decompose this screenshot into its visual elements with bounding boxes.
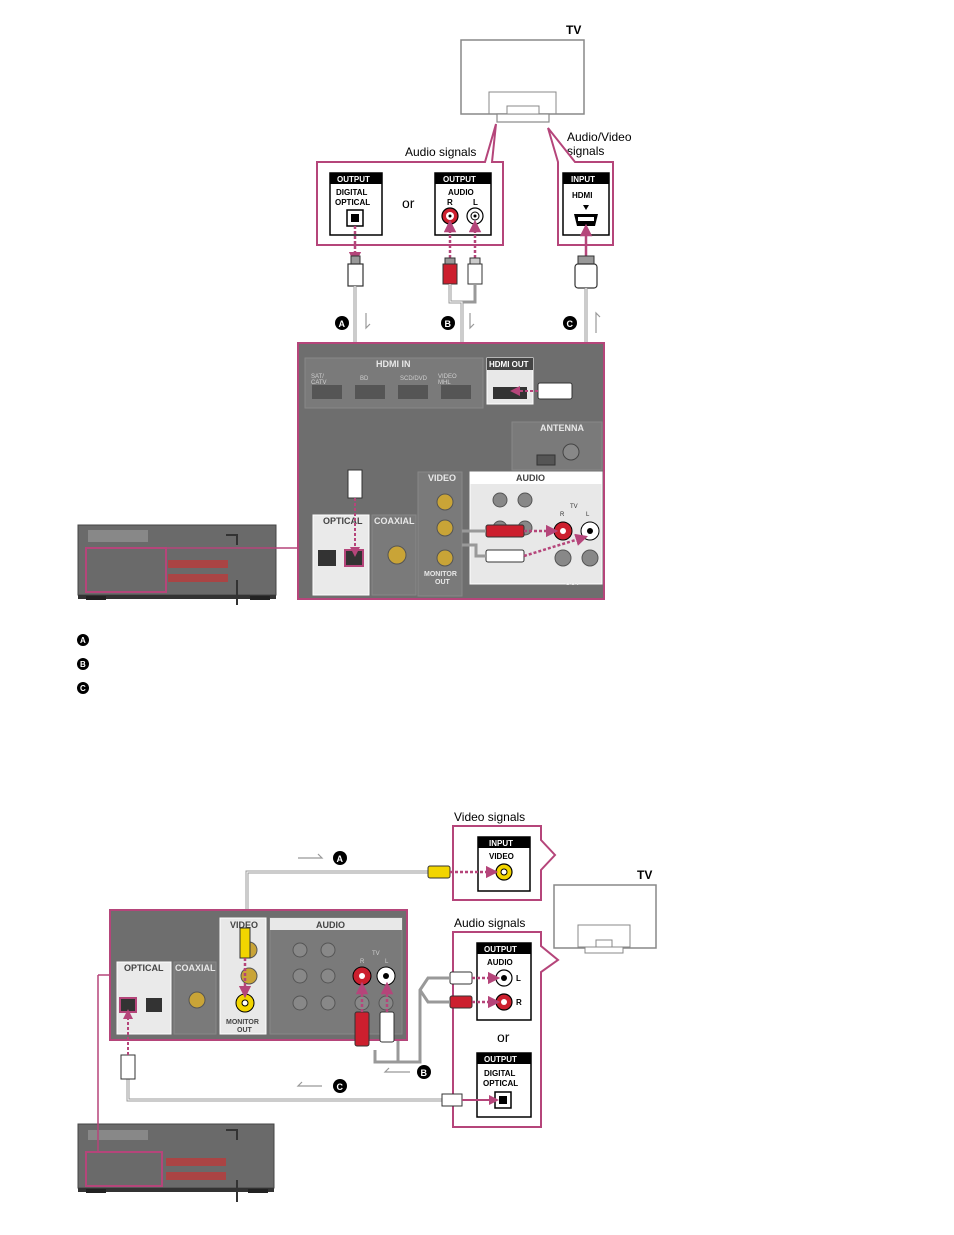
- svg-text:B: B: [421, 1068, 428, 1078]
- legend: A B C: [77, 634, 89, 694]
- svg-text:R: R: [516, 998, 522, 1007]
- svg-text:OUT: OUT: [237, 1027, 253, 1034]
- marker-b-1: B: [441, 316, 455, 330]
- svg-text:L: L: [385, 959, 389, 965]
- svg-text:VIDEO: VIDEO: [230, 920, 258, 930]
- marker-c-1: C: [563, 316, 577, 330]
- svg-text:ANTENNA: ANTENNA: [540, 423, 584, 433]
- svg-text:DIGITAL: DIGITAL: [336, 188, 368, 197]
- rca-white-plug-icon: [467, 263, 483, 285]
- tv-2: TV: [553, 868, 657, 954]
- audio-signals-label-2: Audio signals: [454, 916, 525, 930]
- svg-text:B: B: [80, 660, 86, 669]
- receiver-thumbnail-1: [77, 524, 298, 605]
- svg-text:SUBWOOFER: SUBWOOFER: [550, 572, 596, 579]
- svg-text:AUDIO: AUDIO: [516, 473, 545, 483]
- optical-output-box-1: OUTPUT DIGITAL OPTICAL: [329, 172, 383, 236]
- svg-text:OPTICAL: OPTICAL: [124, 963, 164, 973]
- svg-text:L: L: [473, 198, 478, 207]
- tv-label-1: TV: [566, 23, 581, 37]
- svg-text:SCD/DVD: SCD/DVD: [400, 376, 428, 382]
- legend-item-b: B: [77, 658, 89, 670]
- audio-output-box-2: OUTPUT AUDIO L R: [476, 942, 532, 1021]
- svg-text:C: C: [80, 684, 86, 693]
- optical-output-box-2: OUTPUT DIGITAL OPTICAL: [476, 1052, 532, 1118]
- svg-text:MHL: MHL: [438, 380, 451, 386]
- av-signals-label-line1: Audio/Video: [567, 130, 632, 144]
- video-signals-label: Video signals: [454, 810, 525, 824]
- svg-text:B: B: [445, 319, 452, 329]
- svg-text:OUT: OUT: [565, 580, 581, 587]
- svg-text:R: R: [447, 198, 453, 207]
- svg-text:VIDEO: VIDEO: [489, 852, 514, 861]
- hdmi-plug-icon: [574, 263, 598, 289]
- audio-output-frame-2: [452, 931, 560, 1128]
- svg-text:C: C: [337, 1082, 344, 1092]
- svg-text:DIGITAL: DIGITAL: [484, 1069, 516, 1078]
- svg-text:A: A: [339, 319, 346, 329]
- audio-output-frame: [316, 123, 504, 246]
- tv-1: TV: [460, 23, 585, 123]
- svg-text:VIDEO: VIDEO: [428, 473, 456, 483]
- audio-signals-label-1: Audio signals: [405, 145, 476, 159]
- svg-text:OPTICAL: OPTICAL: [323, 516, 363, 526]
- or-label-1: or: [402, 195, 415, 211]
- svg-text:L: L: [516, 974, 521, 983]
- svg-text:TV: TV: [372, 951, 380, 957]
- svg-text:INPUT: INPUT: [489, 839, 513, 848]
- svg-text:L: L: [586, 512, 590, 518]
- svg-text:OPTICAL: OPTICAL: [483, 1079, 518, 1088]
- tv-screen: [460, 39, 585, 115]
- svg-text:OUTPUT: OUTPUT: [484, 1055, 517, 1064]
- audio-output-box-1: OUTPUT AUDIO R L: [434, 172, 492, 236]
- hdmi-input-frame: [547, 127, 614, 246]
- svg-text:COAXIAL: COAXIAL: [374, 516, 415, 526]
- marker-a-1: A: [335, 316, 349, 330]
- legend-item-c: C: [77, 682, 89, 694]
- svg-text:R: R: [360, 959, 365, 965]
- svg-text:SAT/: SAT/: [311, 374, 324, 380]
- svg-text:MONITOR: MONITOR: [424, 571, 457, 578]
- svg-text:TV: TV: [570, 504, 578, 510]
- legend-item-a: A: [77, 634, 89, 646]
- optical-plug-icon: [347, 263, 364, 287]
- video-input-box: INPUT VIDEO: [477, 836, 531, 892]
- marker-b-2: B: [417, 1065, 431, 1079]
- svg-text:AUDIO: AUDIO: [487, 958, 513, 967]
- svg-text:HDMI OUT: HDMI OUT: [489, 360, 529, 369]
- svg-text:MONITOR: MONITOR: [226, 1019, 259, 1026]
- av-signals-label-line2: signals: [567, 144, 604, 158]
- svg-text:INPUT: INPUT: [571, 175, 595, 184]
- svg-text:HDMI: HDMI: [572, 191, 592, 200]
- marker-a-2: A: [333, 851, 347, 865]
- svg-text:AUDIO: AUDIO: [316, 920, 345, 930]
- svg-text:C: C: [567, 319, 574, 329]
- svg-text:HDMI IN: HDMI IN: [376, 359, 411, 369]
- svg-text:VIDEO: VIDEO: [438, 374, 457, 380]
- svg-text:COAXIAL: COAXIAL: [175, 963, 216, 973]
- svg-text:OUT: OUT: [435, 579, 451, 586]
- svg-text:R: R: [560, 512, 565, 518]
- svg-text:OUTPUT: OUTPUT: [443, 175, 476, 184]
- svg-text:TV: TV: [637, 868, 652, 882]
- svg-text:OUTPUT: OUTPUT: [337, 175, 370, 184]
- rca-red-plug-icon: [442, 263, 458, 285]
- svg-text:OPTICAL: OPTICAL: [335, 198, 370, 207]
- svg-text:A: A: [337, 854, 344, 864]
- video-input-frame: [452, 825, 557, 901]
- diagram-1: TV Audio signals Audio/Video signals OUT…: [77, 23, 632, 605]
- svg-text:AUDIO: AUDIO: [448, 188, 474, 197]
- svg-text:or: or: [497, 1029, 510, 1045]
- receiver-panel-2: OPTICAL COAXIAL VIDEO MONITOR OUT AUDIO: [109, 909, 408, 1047]
- diagram-2: Video signals Audio signals TV INPUT VID…: [77, 810, 657, 1202]
- receiver-thumbnail-2: [77, 974, 275, 1202]
- hdmi-input-box-1: INPUT HDMI: [562, 172, 610, 236]
- marker-c-2: C: [333, 1079, 347, 1093]
- svg-text:CATV: CATV: [311, 380, 327, 386]
- svg-text:A: A: [80, 636, 86, 645]
- svg-text:OUTPUT: OUTPUT: [484, 945, 517, 954]
- svg-text:BD: BD: [360, 376, 369, 382]
